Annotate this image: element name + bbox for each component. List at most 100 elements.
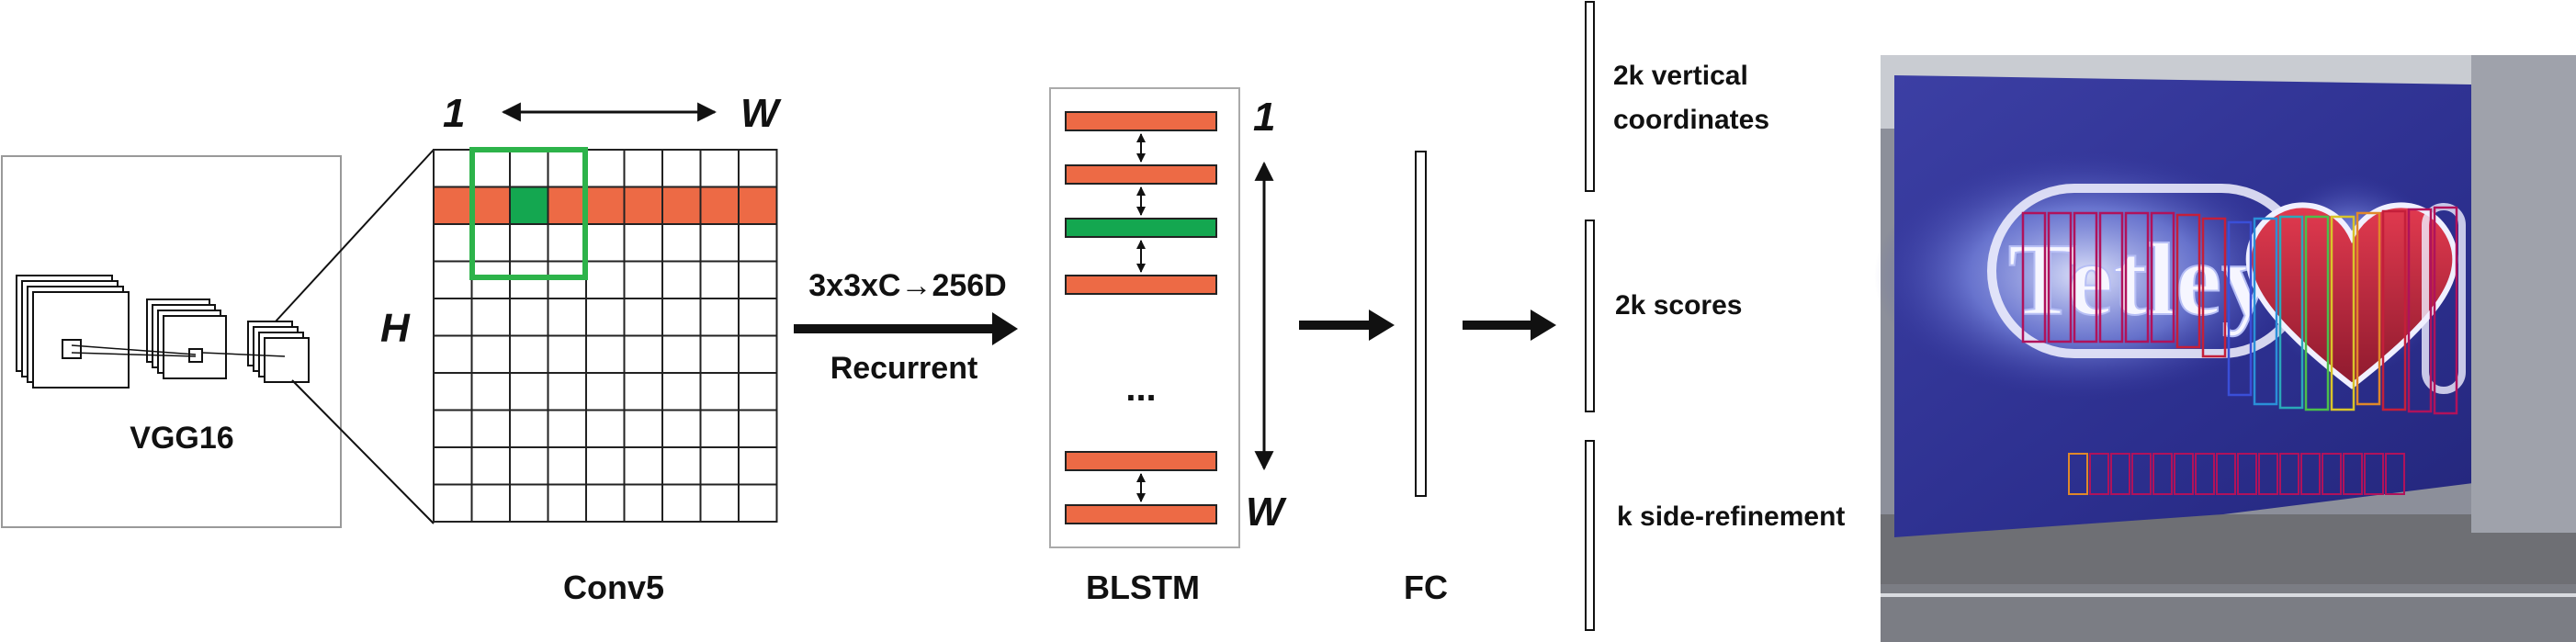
conv5-cell: [470, 149, 511, 188]
vgg16-block: VGG16: [1, 155, 342, 528]
conv5-cell: [470, 483, 511, 523]
blstm-ellipsis: ...: [1125, 368, 1156, 409]
text-proposal-box-small: [2322, 453, 2342, 495]
conv5-cell: [509, 409, 549, 448]
conv5-cell: [470, 334, 511, 374]
conv5-cell: [585, 260, 626, 299]
blstm-unit: [1065, 164, 1217, 185]
text-proposal-box-small: [2068, 453, 2088, 495]
conv5-cell: [661, 334, 702, 374]
conv5-cell: [623, 260, 663, 299]
conv5-cell: [699, 372, 740, 411]
conv5-cell: [547, 149, 587, 188]
conv5-cell: [699, 260, 740, 299]
text-proposal-boxes: [2021, 206, 2458, 495]
text-proposal-box: [2098, 211, 2124, 344]
conv5-cell: [509, 372, 549, 411]
output-label-coordinates-line1: 2k vertical: [1613, 61, 1748, 91]
vgg16-frame: [1, 155, 342, 528]
text-proposal-box-small: [2195, 453, 2215, 495]
transform-label-bottom: Recurrent: [830, 351, 978, 386]
conv5-cell: [433, 446, 473, 486]
conv5-cell: [433, 409, 473, 448]
feature-stack-medium: [146, 298, 227, 379]
conv5-cell: [433, 298, 473, 337]
text-proposal-box-small: [2300, 453, 2321, 495]
text-proposal-box-small: [2110, 453, 2130, 495]
conv5-cell: [433, 372, 473, 411]
blstm-unit: [1065, 451, 1217, 471]
conv5-cell: [433, 149, 473, 188]
conv5-cell: [661, 223, 702, 263]
fc-to-outputs-arrowhead: [1531, 310, 1556, 341]
conv5-cell: [699, 186, 740, 225]
conv5-cell: [585, 446, 626, 486]
text-proposal-box-small: [2343, 453, 2363, 495]
fc-layer: [1415, 151, 1427, 497]
conv5-cell: [623, 409, 663, 448]
blstm-unit: [1065, 275, 1217, 295]
receptive-field-medium: [188, 348, 203, 363]
conv5-cell: [509, 223, 549, 263]
conv5-cell: [623, 223, 663, 263]
conv5-cell: [661, 298, 702, 337]
conv5-cell: [699, 409, 740, 448]
conv5-cell: [585, 223, 626, 263]
conv5-cell: [547, 186, 587, 225]
conv5-cell: [433, 334, 473, 374]
blstm-unit: [1065, 111, 1217, 131]
conv5-cell: [547, 483, 587, 523]
output-bar-coordinates: [1585, 1, 1595, 192]
blstm-block: ... 1 W BLSTM: [1049, 87, 1287, 606]
projection-line-bottom: [291, 379, 435, 524]
receptive-link: [71, 344, 197, 355]
conv5-cell: [509, 149, 549, 188]
conv5-cell: [585, 372, 626, 411]
output-bar-side-refinement: [1585, 440, 1595, 631]
conv5-cell: [699, 483, 740, 523]
conv5-cell: [699, 298, 740, 337]
conv5-cell: [547, 334, 587, 374]
conv5-cell: [623, 298, 663, 337]
fc-block: FC: [1299, 151, 1556, 606]
conv5-cell: [433, 260, 473, 299]
text-proposal-box-small: [2237, 453, 2257, 495]
conv5-cell: [699, 446, 740, 486]
blstm-axis-bottom: W: [1246, 490, 1287, 535]
text-proposal-box-small: [2279, 453, 2299, 495]
conv5-cell: [738, 223, 778, 263]
conv5-cell: [738, 334, 778, 374]
conv5-cell: [509, 186, 549, 225]
conv5-cell: [470, 223, 511, 263]
conv5-cell: [623, 372, 663, 411]
text-proposal-box: [2278, 215, 2304, 410]
text-proposal-box: [2150, 211, 2175, 344]
conv5-cell: [738, 409, 778, 448]
conv5-cell: [585, 334, 626, 374]
conv5-cell: [661, 186, 702, 225]
conv5-cell: [547, 372, 587, 411]
conv5-cell: [623, 149, 663, 188]
blstm-units: [1065, 111, 1217, 524]
conv5-cell: [470, 186, 511, 225]
conv5-cell: [585, 186, 626, 225]
blstm-unit: [1065, 218, 1217, 238]
conv5-cell: [433, 223, 473, 263]
text-proposal-box: [2073, 211, 2098, 344]
feature-stack-small: [247, 321, 310, 383]
conv5-cell: [661, 446, 702, 486]
text-proposal-box-small: [2258, 453, 2278, 495]
conv5-cell: [623, 186, 663, 225]
conv5-cell: [585, 409, 626, 448]
text-proposal-box-small: [2364, 453, 2384, 495]
blstm-unit: [1065, 504, 1217, 524]
conv5-cell: [738, 260, 778, 299]
conv5-cell: [547, 446, 587, 486]
conv5-cell: [623, 446, 663, 486]
output-label-coordinates-line2: coordinates: [1613, 105, 1769, 135]
conv5-cell: [623, 483, 663, 523]
conv5-cell: [509, 483, 549, 523]
text-proposal-box-small: [2152, 453, 2173, 495]
conv5-cell: [470, 372, 511, 411]
text-proposal-box: [2227, 220, 2253, 397]
